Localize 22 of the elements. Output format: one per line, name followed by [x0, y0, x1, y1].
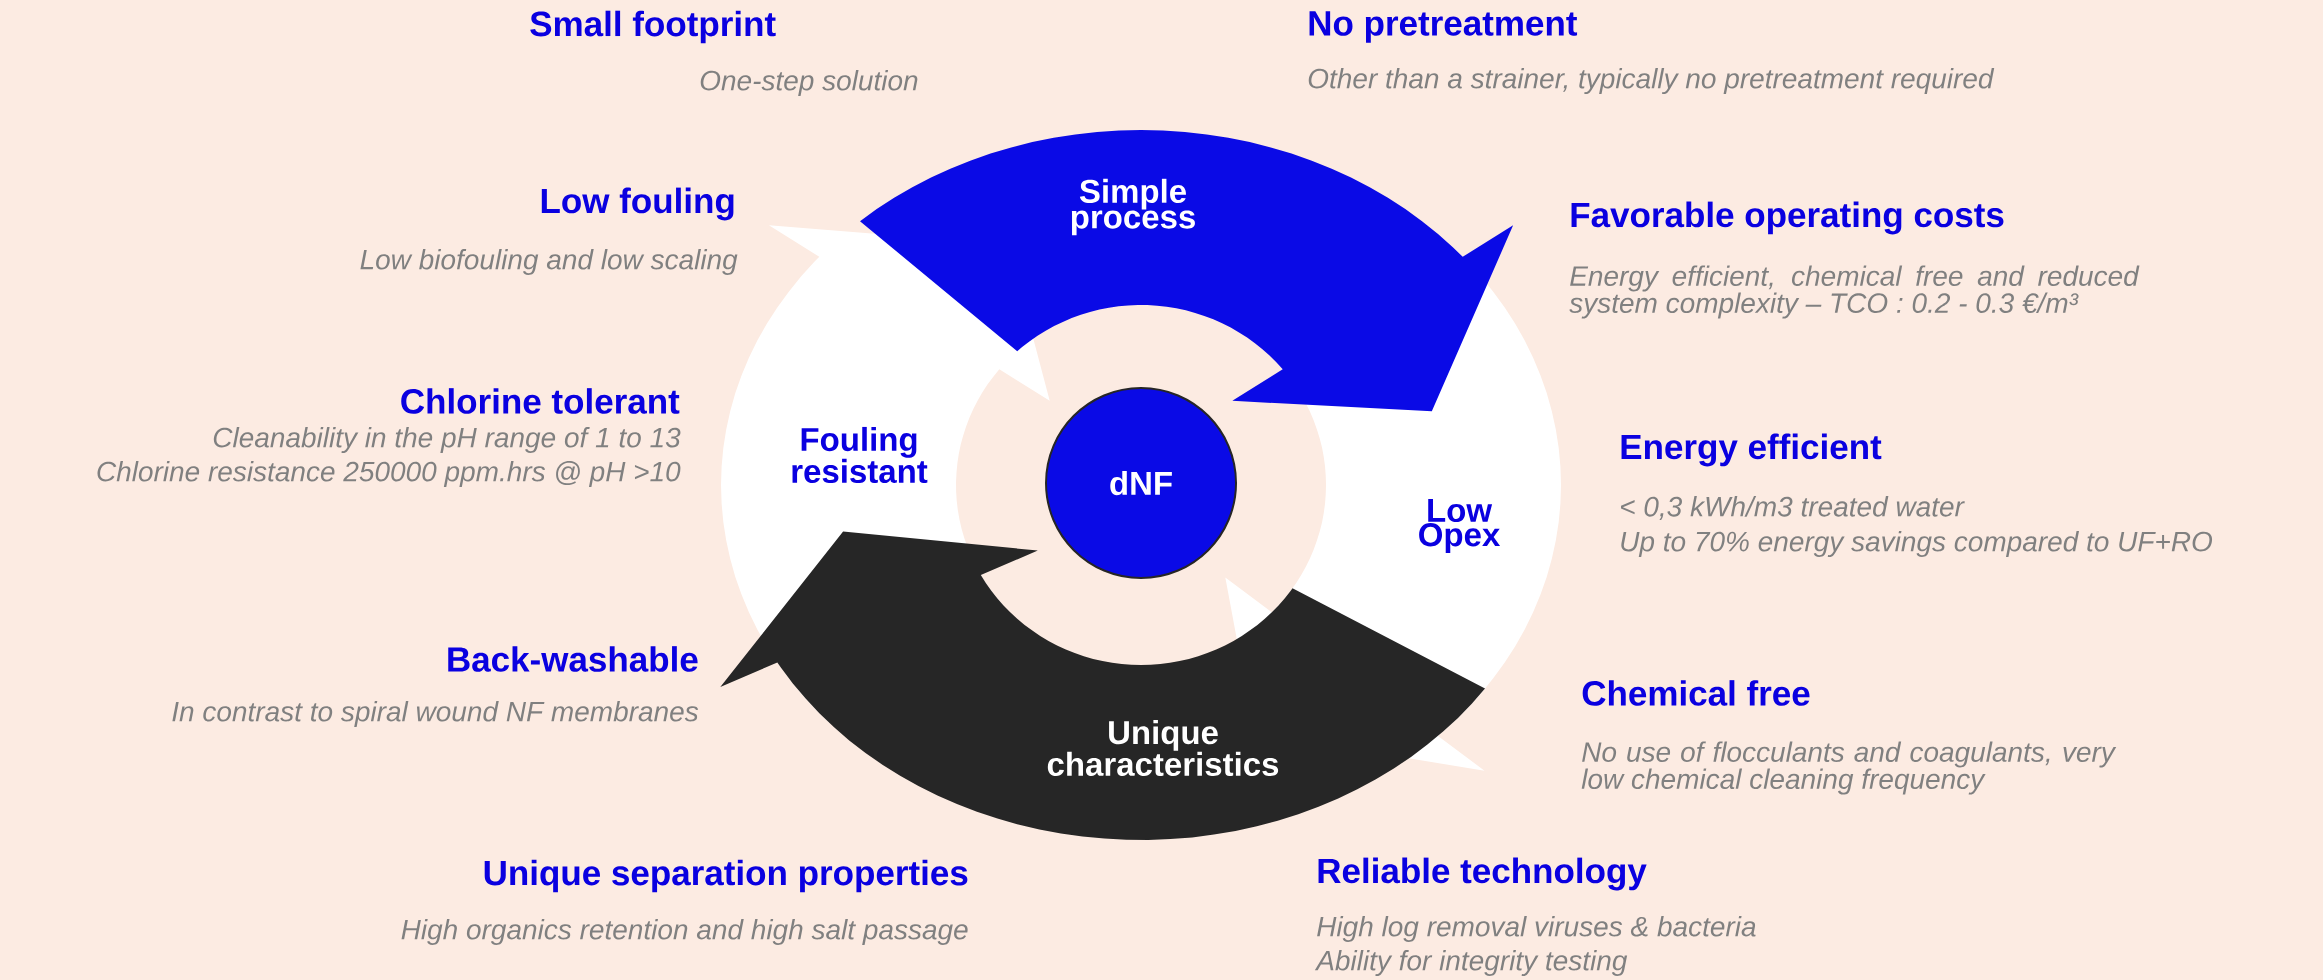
- feature-heading: Chemical free: [1582, 680, 1810, 706]
- feature-heading: Energy efficient: [1621, 433, 1882, 467]
- feature-description: Other than a strainer, typically no pretreatment required: [1308, 67, 1995, 95]
- feature-description: < 0,3 kWh/m3 treated water: [1621, 496, 1965, 520]
- feature-heading: Unique separation properties: [484, 859, 968, 893]
- feature-description: Up to 70% energy savings compared to UF+RO: [1621, 530, 2213, 558]
- feature-description: Chlorine resistance 250000 ppm.hrs @ pH >10: [97, 460, 681, 488]
- feature-description: High organics retention and high salt passage: [401, 918, 968, 946]
- feature-description: In contrast to spiral wound NF membranes: [172, 700, 699, 728]
- feature-description: Cleanability in the pH range of 1 to 13: [213, 426, 681, 454]
- feature-description: Energy efficient, chemical free and reduced system complexity – TCO : 0.2 - 0.3 €/m³: [1569, 265, 2140, 319]
- feature-heading: Low fouling: [541, 187, 734, 221]
- feature-heading: No pretreatment: [1309, 11, 1578, 43]
- feature-heading: Chlorine tolerant: [401, 388, 680, 414]
- feature-description: Ability for integrity testing: [1314, 949, 1628, 977]
- feature-heading: Favorable operating costs: [1571, 201, 2004, 235]
- feature-heading: Back-washable: [448, 646, 698, 672]
- feature-heading: Small footprint: [530, 10, 776, 44]
- feature-description: High log removal viruses & bacteria: [1317, 915, 1756, 943]
- feature-description: One-step solution: [700, 69, 918, 97]
- feature-description: No use of flocculants and coagulants, very low chemical cleaning frequency: [1581, 741, 2117, 795]
- feature-heading: Reliable technology: [1318, 857, 1647, 891]
